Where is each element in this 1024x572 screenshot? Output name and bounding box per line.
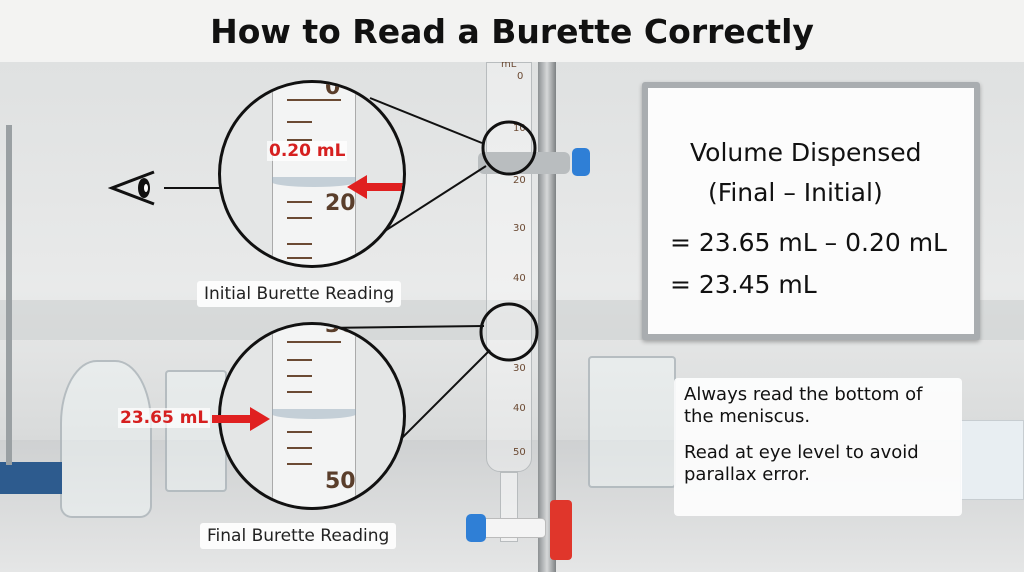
stand-base	[0, 462, 62, 494]
page-title: How to Read a Burette Correctly	[0, 0, 1024, 62]
scale-mark: 0	[517, 71, 524, 82]
stand-rod	[6, 125, 12, 465]
burette-clamp	[478, 152, 570, 174]
stand-rod	[538, 62, 556, 572]
whiteboard: Volume Dispensed (Final – Initial) = 23.…	[642, 82, 980, 340]
red-arrow-icon	[347, 175, 403, 199]
whiteboard-result: = 23.45 mL	[670, 270, 817, 299]
initial-reading-magnifier: 0 20 0.20 mL	[218, 80, 406, 268]
scale-mark: 0	[325, 80, 341, 100]
eye-icon	[108, 170, 155, 206]
tip-eye-level: Read at eye level to avoid parallax erro…	[684, 442, 919, 485]
scale-mark: 20	[513, 175, 526, 186]
stopcock-handle	[550, 500, 572, 560]
scale-mark: 50	[513, 447, 526, 458]
red-arrow-icon	[212, 407, 270, 431]
scale-mark: 20	[325, 191, 356, 216]
scale-mark: 30	[513, 223, 526, 234]
scale-mark: 10	[513, 123, 526, 134]
burette: mL 0 10 20 30 40 30 40 50	[486, 59, 532, 472]
beaker	[165, 370, 227, 492]
stopcock-blue-end	[466, 514, 486, 542]
scale-mark: 30	[325, 322, 356, 338]
scale-mark: 50	[325, 469, 356, 494]
initial-reading-caption: Initial Burette Reading	[197, 281, 402, 307]
scale-mark: 30	[513, 363, 526, 374]
whiteboard-line: Volume Dispensed	[690, 138, 922, 167]
erlenmeyer-flask	[60, 360, 152, 518]
scale-mark: 40	[513, 273, 526, 284]
scale-mark: 40	[513, 403, 526, 414]
whiteboard-line: = 23.65 mL – 0.20 mL	[670, 228, 947, 257]
tip-meniscus: Always read the bottom of the meniscus.	[684, 384, 923, 427]
final-reading-value: 23.65 mL	[118, 408, 211, 428]
beaker	[588, 356, 676, 488]
final-reading-caption: Final Burette Reading	[200, 523, 397, 549]
tips-box: Always read the bottom of the meniscus. …	[674, 378, 962, 516]
unit-label: mL	[501, 59, 517, 70]
initial-reading-value: 0.20 mL	[267, 141, 348, 161]
whiteboard-line: (Final – Initial)	[708, 178, 883, 207]
clamp-knob	[572, 148, 590, 176]
